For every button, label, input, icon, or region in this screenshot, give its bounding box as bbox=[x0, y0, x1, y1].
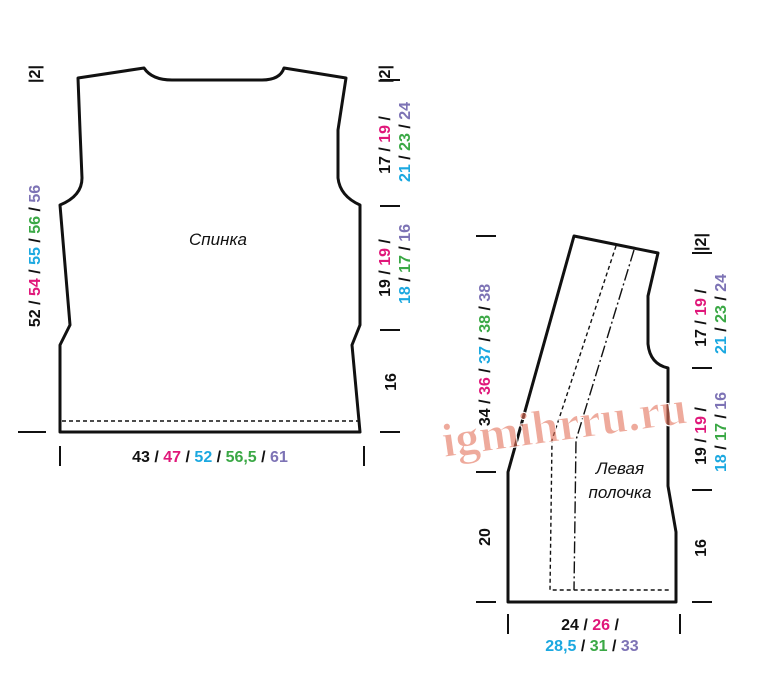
front-outline bbox=[506, 234, 678, 604]
back-top-mark: |2| bbox=[27, 65, 44, 83]
front-width-line1: 24 / 26 / bbox=[561, 617, 619, 634]
back-width-s1: 43 bbox=[132, 449, 150, 466]
front-left-dimensions: 34 / 36 / 37 / 38 / 38 20 bbox=[476, 235, 496, 603]
back-height-s2: 54 bbox=[27, 278, 44, 296]
back-width-dimension: 43 / 47 / 52 / 56,5 / 61 bbox=[18, 431, 365, 466]
front-width-dimension: 24 / 26 / 28,5 / 31 / 33 bbox=[507, 614, 681, 655]
front-height-label: 34 / 36 / 37 / 38 / 38 bbox=[477, 284, 494, 426]
front-width-line2: 28,5 / 31 / 33 bbox=[545, 638, 639, 655]
back-armhole-line2: 21 / 23 / 24 bbox=[397, 102, 414, 182]
back-height-label: 52 / 54 / 55 / 56 / 56 bbox=[27, 185, 44, 327]
back-side-line2: 18 / 17 / 16 bbox=[397, 224, 414, 304]
back-width-s5: 61 bbox=[270, 449, 288, 466]
back-outline bbox=[58, 66, 362, 434]
back-width-s4: 56,5 bbox=[226, 449, 257, 466]
front-dashed-inner-line bbox=[549, 245, 670, 591]
front-dashdot-center-line bbox=[573, 249, 635, 591]
back-label: Спинка bbox=[189, 230, 247, 249]
front-armhole-line2: 21 / 23 / 24 bbox=[713, 274, 730, 354]
back-right-dimensions: |2| 17 / 19 / 21 / 23 / 24 19 / 19 / 18 … bbox=[377, 65, 414, 433]
front-lower-label: 20 bbox=[477, 528, 494, 546]
back-height-s5: 56 bbox=[27, 185, 44, 203]
back-width-s2: 47 bbox=[163, 449, 181, 466]
back-armhole-line1: 17 / 19 / bbox=[377, 116, 394, 174]
back-height-dimension: 52 / 54 / 55 / 56 / 56 |2| bbox=[27, 65, 44, 327]
back-side-line1: 19 / 19 / bbox=[377, 239, 394, 297]
back-width-s3: 52 bbox=[194, 449, 212, 466]
back-height-s4: 56 bbox=[27, 216, 44, 234]
back-hem-label: 16 bbox=[383, 373, 400, 391]
front-side-line2: 18 / 17 / 16 bbox=[713, 392, 730, 472]
front-side-line1: 19 / 19 / bbox=[693, 407, 710, 465]
front-label-line1: Левая bbox=[595, 459, 644, 478]
front-right-dimensions: |2| 17 / 19 / 21 / 23 / 24 19 / 19 / 18 … bbox=[692, 233, 730, 603]
front-armhole-line1: 17 / 19 / bbox=[693, 289, 710, 347]
front-label-line2: полочка bbox=[589, 483, 652, 502]
back-width-label: 43 / 47 / 52 / 56,5 / 61 bbox=[132, 449, 288, 466]
front-top-mark: |2| bbox=[693, 233, 710, 251]
back-piece: Спинка bbox=[58, 66, 362, 434]
left-front-piece: Левая полочка bbox=[506, 234, 678, 604]
back-height-s1: 52 bbox=[27, 309, 44, 327]
back-height-s3: 55 bbox=[27, 247, 44, 265]
front-hem-label: 16 bbox=[693, 539, 710, 557]
